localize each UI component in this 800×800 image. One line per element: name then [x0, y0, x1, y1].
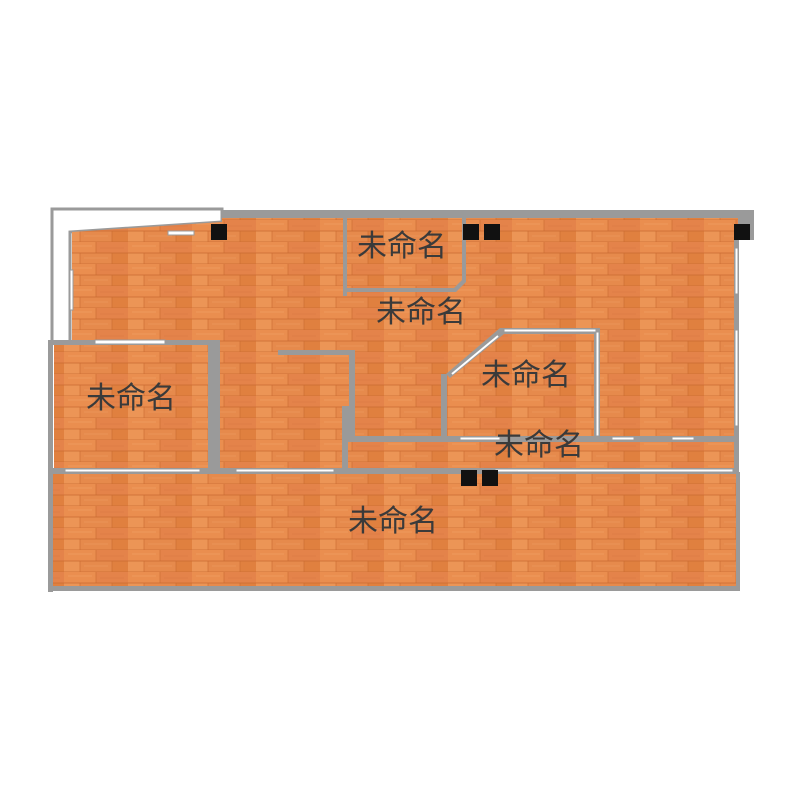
column-5	[461, 470, 477, 486]
room-label-main-hall: 未命名	[376, 295, 466, 330]
wall-left-room-right	[208, 340, 220, 472]
window-center-room-diagonal	[451, 335, 499, 375]
window-corridor-top-b	[611, 436, 635, 441]
room-labels: 未命名 未命名 未命名 未命名 未命名 未命名	[86, 229, 584, 539]
wall-mid-top	[278, 350, 354, 355]
windows	[64, 230, 739, 473]
room-label-top-small: 未命名	[357, 229, 447, 264]
column-6	[482, 470, 498, 486]
room-label-left: 未命名	[86, 381, 176, 416]
column-2	[463, 224, 479, 240]
window-balcony-side	[69, 269, 74, 311]
window-center-room-top	[503, 328, 597, 333]
window-corridor-top-a	[459, 436, 501, 441]
window-corridor-bottom	[494, 468, 734, 473]
room-label-corridor: 未命名	[494, 428, 584, 463]
wall-left	[48, 340, 53, 592]
window-left-room-top	[94, 339, 166, 345]
wall-mid-right-upper	[349, 350, 355, 408]
window-right-upper	[734, 247, 739, 295]
wall-center-room-left	[441, 374, 447, 440]
window-mid-bottom	[235, 468, 335, 473]
wall-bottom	[48, 586, 740, 591]
wall-corridor-top	[344, 436, 738, 442]
wall-top-room-left	[343, 214, 347, 296]
window-right-mid	[734, 329, 739, 427]
floor-areas	[52, 214, 738, 588]
wall-lower-divider	[50, 468, 738, 474]
room-label-center-right: 未命名	[481, 358, 571, 393]
wall-mid-right-step	[342, 406, 355, 438]
window-top-left	[167, 230, 195, 236]
column-3	[484, 224, 500, 240]
wall-right-lower	[736, 472, 740, 590]
wall-mid-right-lower	[342, 436, 348, 472]
column-4	[734, 224, 750, 240]
window-center-room-right	[595, 331, 600, 437]
wall-top	[222, 210, 754, 218]
columns	[211, 224, 750, 486]
column-1	[211, 224, 227, 240]
room-label-bottom: 未命名	[348, 504, 438, 539]
window-left-room-bottom	[64, 468, 201, 473]
window-corridor-top-c	[671, 436, 695, 441]
